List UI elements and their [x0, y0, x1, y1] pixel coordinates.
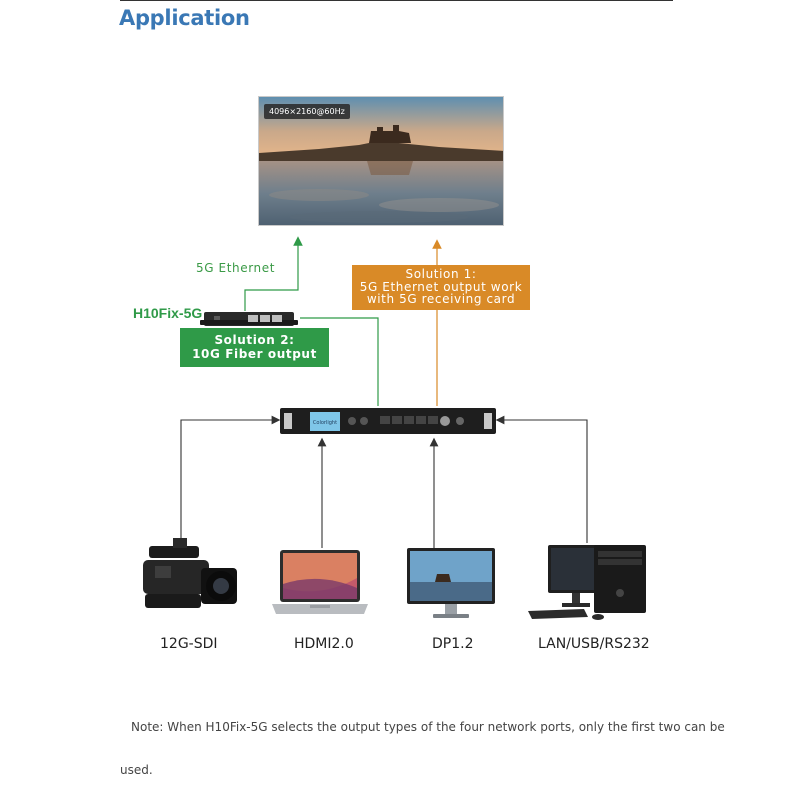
receiver-label: H10Fix-5G: [133, 305, 203, 321]
top-rule: [120, 0, 673, 1]
page-heading: Application: [119, 6, 250, 30]
laptop-icon: [272, 550, 368, 614]
solution2-line1: Solution 2:: [214, 333, 295, 347]
fiber-line: [300, 317, 379, 406]
note-text-continued: used.: [120, 763, 153, 777]
solution1-line1: Solution 1:: [405, 267, 477, 281]
note-text: Note: When H10Fix-5G selects the output …: [131, 720, 725, 734]
ethernet-line: [244, 236, 303, 311]
input-label-hdmi: HDMI2.0: [294, 636, 354, 652]
ethernet-label: 5G Ethernet: [196, 261, 276, 275]
lan-line: [495, 415, 588, 543]
input-label-dp: DP1.2: [432, 636, 474, 652]
solution1-line3: with 5G receiving card: [366, 292, 516, 306]
solution1-line2: 5G Ethernet output work: [359, 279, 523, 294]
castle-landscape-image: [259, 97, 503, 225]
input-label-lan: LAN/USB/RS232: [538, 636, 650, 652]
camcorder-icon: [143, 538, 237, 608]
monitor-icon: [407, 548, 495, 618]
led-display-screen: 4096×2160@60Hz: [258, 96, 504, 226]
controller-screen-text: Colorlight: [313, 420, 337, 426]
video-controller-icon: Colorlight: [280, 408, 496, 434]
receiver-device-icon: [200, 312, 298, 326]
input-label-sdi: 12G-SDI: [160, 636, 218, 652]
sdi-line: [180, 415, 281, 540]
resolution-badge: 4096×2160@60Hz: [264, 104, 350, 119]
solution1-box: Solution 1: 5G Ethernet output work with…: [352, 265, 530, 310]
solution2-box: Solution 2: 10G Fiber output: [180, 328, 329, 367]
desktop-pc-icon: [528, 545, 646, 620]
solution2-line2: 10G Fiber output: [192, 347, 317, 361]
